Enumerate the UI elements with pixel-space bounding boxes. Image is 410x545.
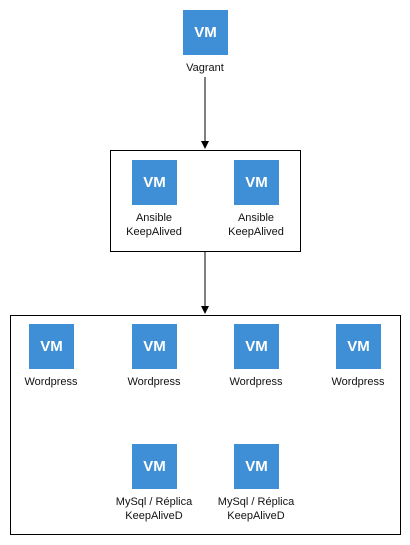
wordpress-4-label: Wordpress — [331, 376, 385, 388]
ansible-2-label: Ansible KeepAlived — [228, 212, 284, 238]
vm-icon-wordpress-4: VM — [336, 324, 381, 369]
ansible-1-label: Ansible KeepAlived — [126, 212, 182, 238]
vm-icon-mysql-1: VM — [132, 444, 177, 489]
app-group — [10, 315, 401, 535]
vagrant-label: Vagrant — [186, 62, 224, 74]
vm-icon-vagrant: VM — [183, 10, 228, 55]
mysql-2-label: MySql / Réplica KeepAliveD — [217, 496, 295, 522]
vm-icon-ansible-2: VM — [234, 160, 279, 205]
vm-icon-wordpress-3: VM — [234, 324, 279, 369]
vm-icon-ansible-1: VM — [132, 160, 177, 205]
wordpress-3-label: Wordpress — [229, 376, 283, 388]
wordpress-1-label: Wordpress — [24, 376, 78, 388]
wordpress-2-label: Wordpress — [127, 376, 181, 388]
vm-icon-wordpress-2: VM — [132, 324, 177, 369]
vm-icon-wordpress-1: VM — [29, 324, 74, 369]
mysql-1-label: MySql / Réplica KeepAliveD — [115, 496, 193, 522]
vm-icon-mysql-2: VM — [234, 444, 279, 489]
